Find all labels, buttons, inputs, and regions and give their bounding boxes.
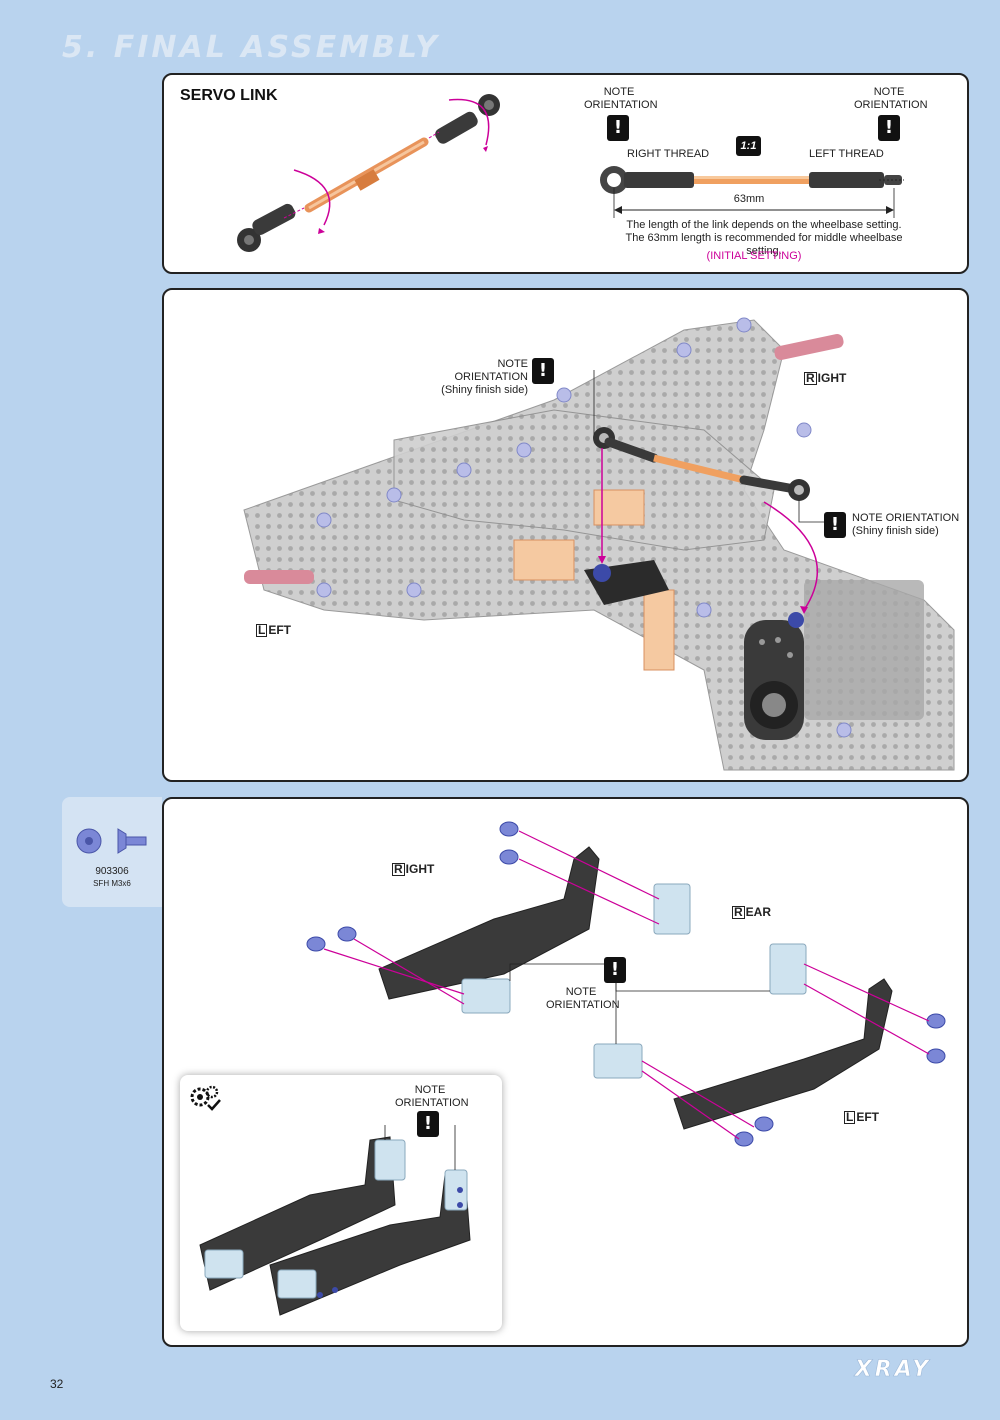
- left-servo-plate: [673, 978, 893, 1130]
- servo-mount-exploded-illustration: [306, 821, 946, 1147]
- assembled-servo-plates: [199, 1125, 471, 1316]
- right-drive-shaft: [774, 333, 844, 361]
- initial-setting-note: (INITIAL SETTING): [706, 250, 802, 262]
- installed-servo-link: [593, 427, 810, 501]
- servo-plate-screws: [306, 821, 946, 1147]
- right-thread-label: RIGHT THREAD: [627, 148, 710, 160]
- rotation-arrow-lower: [293, 169, 331, 226]
- section-title: 5. FINAL ASSEMBLY: [62, 30, 440, 65]
- alu-post: [643, 589, 675, 671]
- warning-icon-right: !: [824, 512, 846, 538]
- servo-horn: [744, 612, 804, 740]
- guide-line-horn: [763, 501, 819, 611]
- warning-icon-inset: !: [417, 1111, 439, 1137]
- note-orientation-top: NOTE ORIENTATION (Shiny finish side): [436, 358, 528, 397]
- brand-logo: XRAY: [818, 1358, 968, 1380]
- servo-link-exploded-illustration: [237, 94, 500, 252]
- warning-icon-right: !: [878, 115, 900, 141]
- note-orientation-inset: NOTE ORIENTATION: [395, 1084, 469, 1109]
- rotation-arrow-upper: [448, 98, 490, 146]
- chassis-screws: [316, 317, 852, 738]
- countersunk-screw-icon: [76, 828, 147, 854]
- servo-case: [804, 580, 924, 720]
- link-length: 63mm: [733, 193, 765, 205]
- warning-icon-top: !: [532, 358, 554, 384]
- note-right-line1: NOTE ORIENTATION: [852, 512, 960, 524]
- svg-text:XRAY: XRAY: [853, 1358, 931, 1380]
- part-number: 903306: [95, 866, 129, 877]
- servo-link-installation-panel: NOTE ORIENTATION (Shiny finish side) ! !…: [162, 288, 969, 782]
- part-name: SFH M3x6: [93, 879, 131, 888]
- note-top-line2: (Shiny finish side): [441, 384, 528, 396]
- chassis-servo-link-illustration: [243, 317, 955, 771]
- right-servo-plate: [378, 846, 600, 1000]
- link-length-description: The length of the link depends on the wh…: [625, 219, 903, 257]
- inset-box: NOTE ORIENTATION !: [180, 1075, 502, 1331]
- upper-deck: [393, 409, 775, 551]
- left-drive-shaft: [244, 570, 314, 584]
- alu-mount-left: [513, 539, 575, 581]
- ratio-badge: 1:1: [736, 136, 761, 156]
- servo-link-side-view: [600, 166, 904, 218]
- note-orientation-right: NOTE ORIENTATION: [854, 86, 928, 111]
- note-right-line2: (Shiny finish side): [852, 525, 939, 537]
- settings-gears-icon: [190, 1085, 221, 1111]
- note-orientation-center: NOTE ORIENTATION: [546, 986, 620, 1011]
- servo-link-panel: SERVO LINK NOTE ORIENTATION ! NOTE OR: [162, 73, 969, 274]
- warning-icon-center: !: [604, 957, 626, 983]
- parts-box: 903306 SFH M3x6: [62, 797, 162, 907]
- aluminium-blocks: [461, 883, 807, 1079]
- servo-saver-ball: [593, 564, 611, 582]
- upper-ball-end: [435, 94, 500, 144]
- assembly-guide-lines: [323, 830, 930, 1140]
- left-thread-label: LEFT THREAD: [809, 148, 884, 160]
- threaded-rod: [304, 137, 429, 213]
- page-number: 32: [50, 1377, 64, 1391]
- note-orientation-right: NOTE ORIENTATION (Shiny finish side): [852, 512, 959, 538]
- servo-link-title: SERVO LINK: [180, 87, 278, 104]
- lower-ball-end: [237, 203, 296, 252]
- note-top-line1: NOTE ORIENTATION: [454, 358, 528, 383]
- warning-icon-left: !: [607, 115, 629, 141]
- note-orientation-left: NOTE ORIENTATION: [584, 86, 658, 111]
